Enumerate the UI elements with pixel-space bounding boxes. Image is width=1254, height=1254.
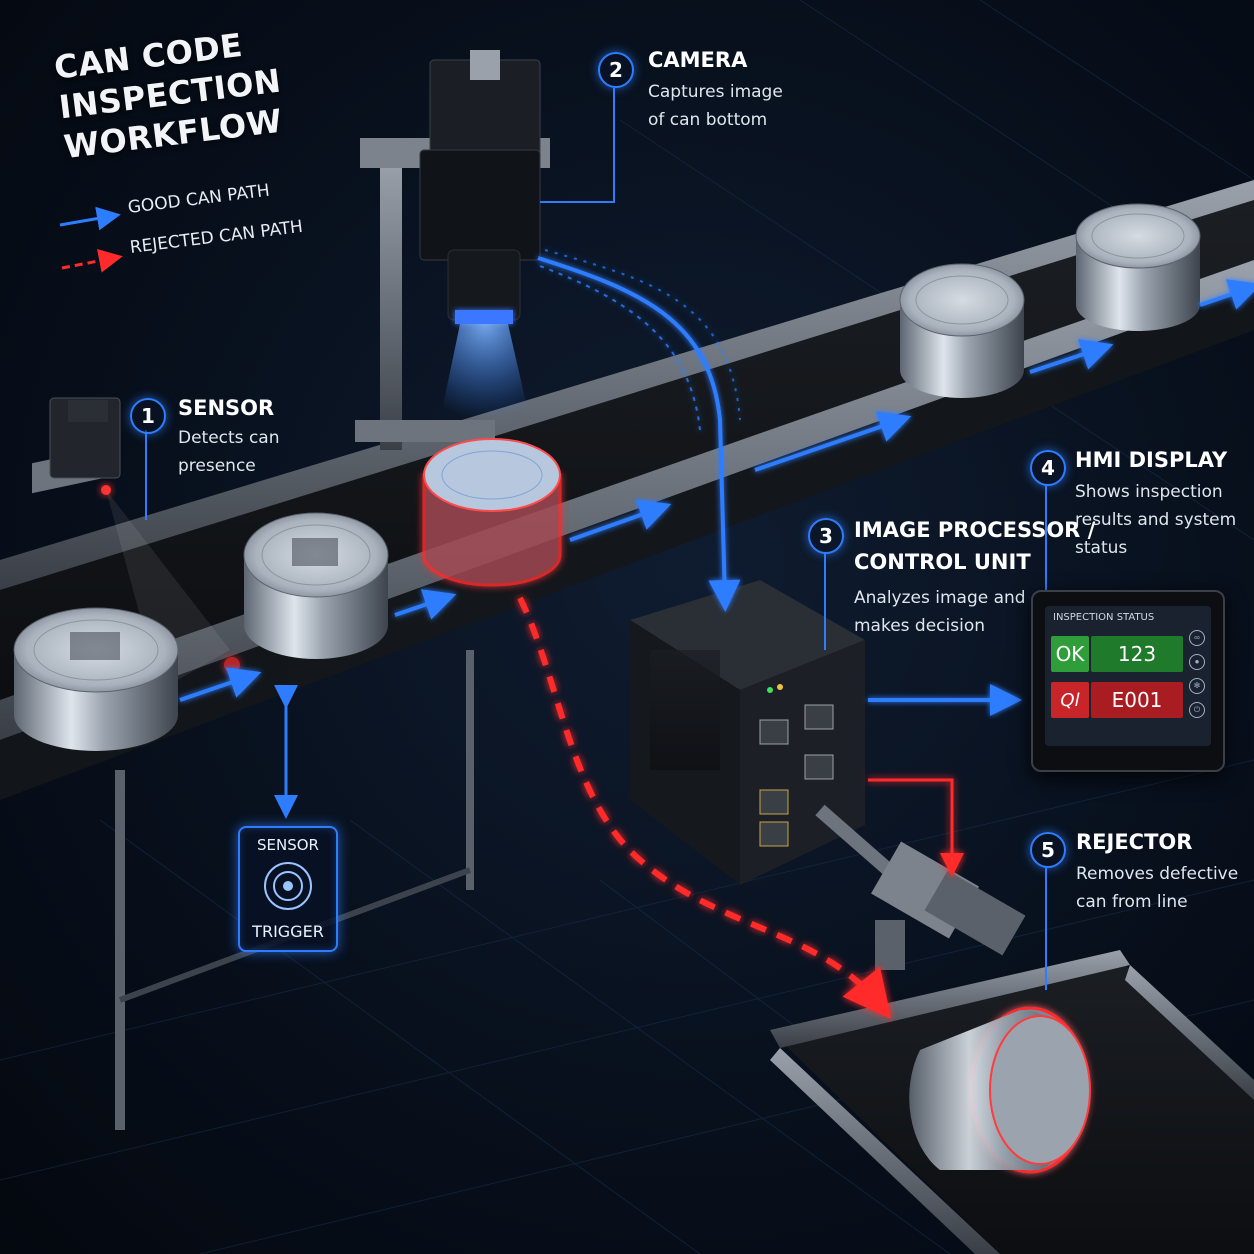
step-3-desc-1: Analyzes image and — [854, 588, 1026, 608]
legend-arrows — [59, 206, 123, 273]
step-1-badge: 1 — [130, 398, 166, 434]
sensor-device — [32, 397, 240, 690]
hmi-display: INSPECTION STATUS OK 123 Ql E001 ∞ ● ✻ ⏻ — [1031, 590, 1225, 772]
inspected-can — [422, 438, 562, 587]
can — [243, 512, 389, 659]
step-3-title-2: CONTROL UNIT — [854, 550, 1031, 574]
sensor-trigger-box: SENSOR TRIGGER — [238, 826, 338, 952]
step-1-title: SENSOR — [178, 396, 275, 420]
step-5-desc-2: can from line — [1076, 892, 1188, 912]
step-1-desc-1: Detects can — [178, 428, 280, 448]
step-4-desc-1: Shows inspection — [1075, 482, 1223, 502]
step-5-desc-1: Removes defective — [1076, 864, 1239, 884]
can — [1075, 203, 1201, 331]
control-unit — [630, 580, 865, 885]
datamatrix-code — [292, 538, 338, 566]
step-2-desc-1: Captures image — [648, 82, 783, 102]
drop-icon[interactable]: ● — [1189, 654, 1205, 670]
hmi-screen-title: INSPECTION STATUS — [1053, 612, 1155, 623]
step-3-title-1: IMAGE PROCESSOR / — [854, 518, 1096, 542]
step-4-title: HMI DISPLAY — [1075, 448, 1228, 472]
step-5-badge: 5 — [1030, 832, 1066, 868]
step-1-desc-2: presence — [178, 456, 256, 476]
datamatrix-code — [70, 632, 120, 660]
step-2-badge: 2 — [598, 52, 634, 88]
hmi-ng-label: Ql — [1051, 682, 1089, 718]
rejected-can — [909, 1006, 1091, 1174]
camera-data-stream — [537, 249, 741, 612]
step-2-desc-2: of can bottom — [648, 110, 768, 130]
step-4-desc-2: results and system — [1075, 510, 1237, 530]
trigger-label-1: SENSOR — [257, 836, 319, 854]
target-icon — [264, 862, 312, 910]
good-path-arrows — [179, 279, 1254, 716]
rejected-path — [517, 596, 964, 1020]
can — [899, 263, 1025, 398]
hmi-ok-count: 123 — [1091, 636, 1183, 672]
step-4-desc-3: status — [1075, 538, 1128, 558]
hmi-screen: INSPECTION STATUS OK 123 Ql E001 ∞ ● ✻ ⏻ — [1045, 606, 1211, 746]
camera-device — [355, 50, 550, 450]
can — [13, 607, 179, 751]
step-3-desc-2: makes decision — [854, 616, 986, 636]
rejector-device — [815, 804, 1026, 970]
hmi-icon-column: ∞ ● ✻ ⏻ — [1189, 630, 1207, 726]
power-icon[interactable]: ⏻ — [1189, 702, 1205, 718]
link-icon[interactable]: ∞ — [1189, 630, 1205, 646]
hmi-ok-label: OK — [1051, 636, 1089, 672]
can-row — [13, 203, 1201, 751]
trigger-label-2: TRIGGER — [252, 922, 324, 941]
step-3-badge: 3 — [808, 518, 844, 554]
step-5-title: REJECTOR — [1076, 830, 1193, 854]
step-4-badge: 4 — [1030, 450, 1066, 486]
gear-icon[interactable]: ✻ — [1189, 678, 1205, 694]
hmi-ng-code: E001 — [1091, 682, 1183, 718]
step-2-title: CAMERA — [648, 48, 748, 72]
